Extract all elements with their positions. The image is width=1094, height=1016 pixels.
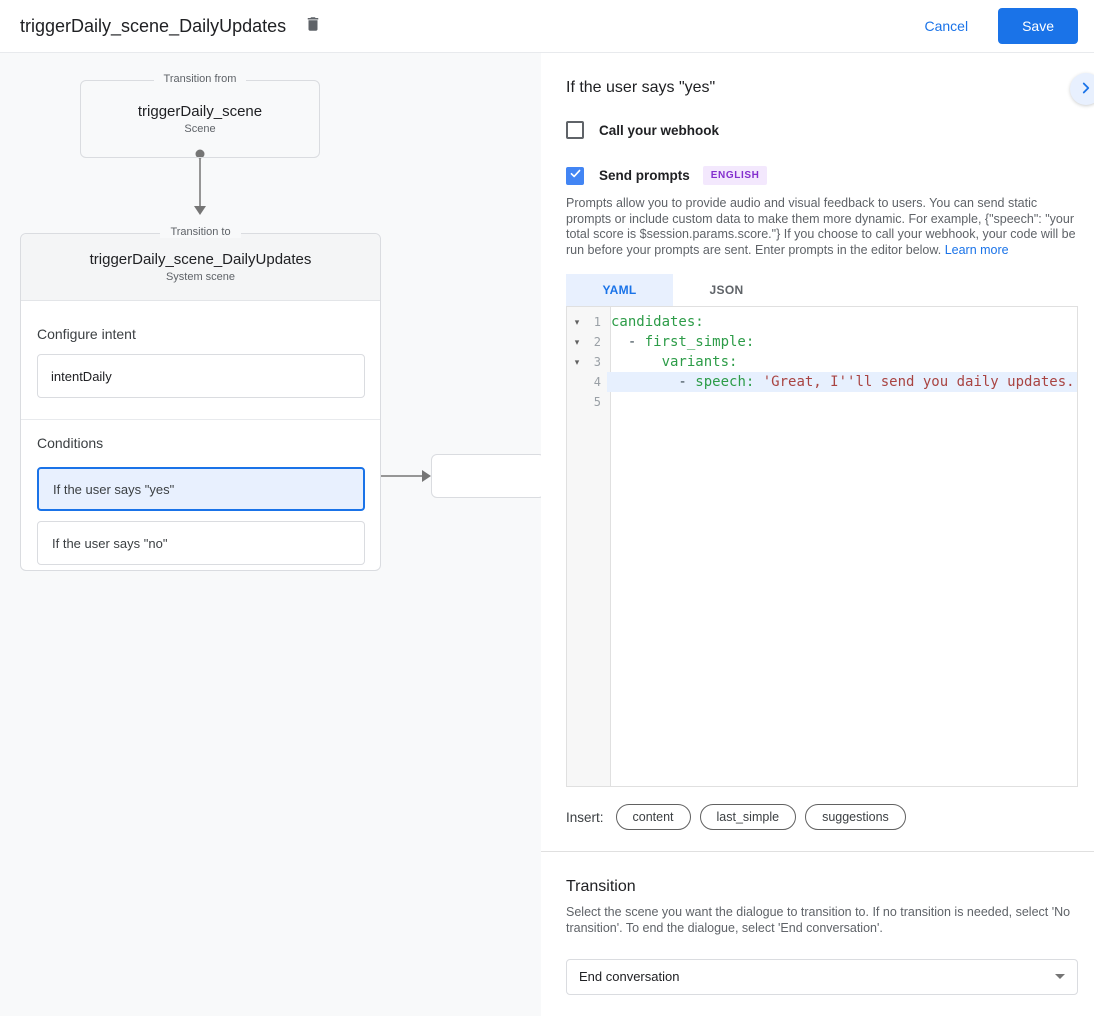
save-button[interactable]: Save: [998, 8, 1078, 44]
learn-more-link[interactable]: Learn more: [944, 242, 1009, 257]
line-number: 4: [593, 375, 601, 390]
editor-format-tabs: YAML JSON: [566, 274, 1078, 307]
collapse-panel-button[interactable]: [1070, 73, 1094, 105]
delete-button[interactable]: [304, 14, 322, 39]
prompts-description: Prompts allow you to provide audio and v…: [566, 196, 1076, 257]
intent-item[interactable]: intentDaily: [37, 354, 365, 398]
configure-intent-label: Configure intent: [37, 326, 136, 342]
code-editor-lines: ▾ 1 candidates: ▾ 2 - first_simple: ▾ 3 varian…: [567, 307, 1077, 412]
line-number: 1: [593, 315, 601, 330]
fold-arrow-icon[interactable]: ▾: [574, 337, 580, 348]
cancel-button[interactable]: Cancel: [924, 18, 969, 34]
transition-select[interactable]: End conversation: [566, 958, 1078, 995]
fold-arrow-icon[interactable]: ▾: [574, 357, 580, 368]
intent-value: intentDaily: [51, 368, 112, 384]
transition-heading: Transition: [566, 878, 636, 896]
prompt-code-editor[interactable]: ▾ 1 candidates: ▾ 2 - first_simple: ▾ 3 varian…: [566, 306, 1078, 788]
page-title: triggerDaily_scene_DailyUpdates: [20, 15, 287, 36]
send-prompts-label: Send prompts: [599, 168, 690, 183]
scene-flow-canvas: Transition from triggerDaily_scene Scene…: [0, 53, 545, 1016]
code-line-content: candidates:: [611, 314, 704, 331]
tab-json[interactable]: JSON: [709, 283, 744, 298]
checkmark-icon: [569, 167, 582, 185]
conditions-label: Conditions: [37, 435, 104, 451]
chevron-right-icon: [1077, 79, 1094, 100]
code-line[interactable]: ▾ 1 candidates:: [567, 312, 1077, 332]
condition-details-panel: If the user says "yes" Call your webhook…: [541, 53, 1094, 1016]
code-line[interactable]: ▾ 2 - first_simple:: [567, 332, 1077, 352]
condition-item-no[interactable]: If the user says "no": [37, 521, 365, 565]
line-number: 5: [593, 395, 601, 410]
transition-to-node: Transition to triggerDaily_scene_DailyUp…: [20, 226, 381, 571]
dropdown-caret-icon: [1055, 974, 1065, 980]
webhook-checkbox[interactable]: [566, 121, 584, 139]
insert-chip-content[interactable]: content: [615, 804, 691, 831]
line-number: 3: [593, 355, 601, 370]
code-line[interactable]: ▾ 3 variants:: [567, 352, 1077, 372]
to-box-divider: [21, 419, 380, 420]
transition-select-value: End conversation: [579, 969, 680, 985]
send-prompts-checkbox[interactable]: [566, 166, 584, 185]
webhook-label: Call your webhook: [599, 122, 720, 138]
insert-label: Insert:: [566, 809, 604, 825]
panel-title: If the user says "yes": [566, 79, 716, 96]
send-prompts-row: Send prompts ENGLISH: [566, 166, 1078, 185]
code-line-content: - first_simple:: [611, 334, 755, 351]
insert-chip-last-simple[interactable]: last_simple: [699, 804, 797, 831]
webhook-row: Call your webhook: [566, 121, 1078, 139]
editor-gutter: [567, 307, 611, 787]
line-number: 2: [593, 335, 601, 350]
fold-arrow-icon[interactable]: ▾: [574, 317, 580, 328]
fold-gutter: [567, 392, 587, 412]
insert-row: Insert: content last_simple suggestions: [566, 804, 1078, 831]
header: triggerDaily_scene_DailyUpdates Cancel S…: [0, 0, 1094, 53]
tab-yaml[interactable]: YAML: [566, 274, 673, 307]
to-scene-name: triggerDaily_scene_DailyUpdates: [89, 251, 312, 268]
code-line[interactable]: 5: [567, 392, 1077, 412]
transition-description: Select the scene you want the dialogue t…: [566, 905, 1071, 935]
condition-label: If the user says "no": [52, 535, 168, 551]
condition-target-node[interactable]: [431, 454, 545, 498]
section-divider: [541, 851, 1094, 853]
code-line-content: - speech: 'Great, I''ll send you daily u…: [607, 372, 1077, 393]
transition-from-node[interactable]: Transition from triggerDaily_scene Scene: [80, 73, 320, 158]
from-scene-type: Scene: [184, 123, 216, 135]
condition-label: If the user says "yes": [53, 481, 175, 497]
language-badge: ENGLISH: [702, 166, 768, 185]
to-scene-header[interactable]: triggerDaily_scene_DailyUpdates System s…: [21, 234, 380, 301]
code-line-content: variants:: [661, 354, 738, 371]
insert-chip-suggestions[interactable]: suggestions: [805, 804, 906, 831]
fold-gutter: [567, 372, 587, 392]
to-scene-type: System scene: [165, 271, 236, 283]
trash-icon: [304, 14, 322, 39]
code-line[interactable]: 4 - speech: 'Great, I''ll send you daily…: [567, 372, 1077, 393]
from-scene-name: triggerDaily_scene: [137, 103, 263, 120]
condition-item-yes[interactable]: If the user says "yes": [37, 467, 365, 511]
code-line-content: [607, 392, 1077, 412]
